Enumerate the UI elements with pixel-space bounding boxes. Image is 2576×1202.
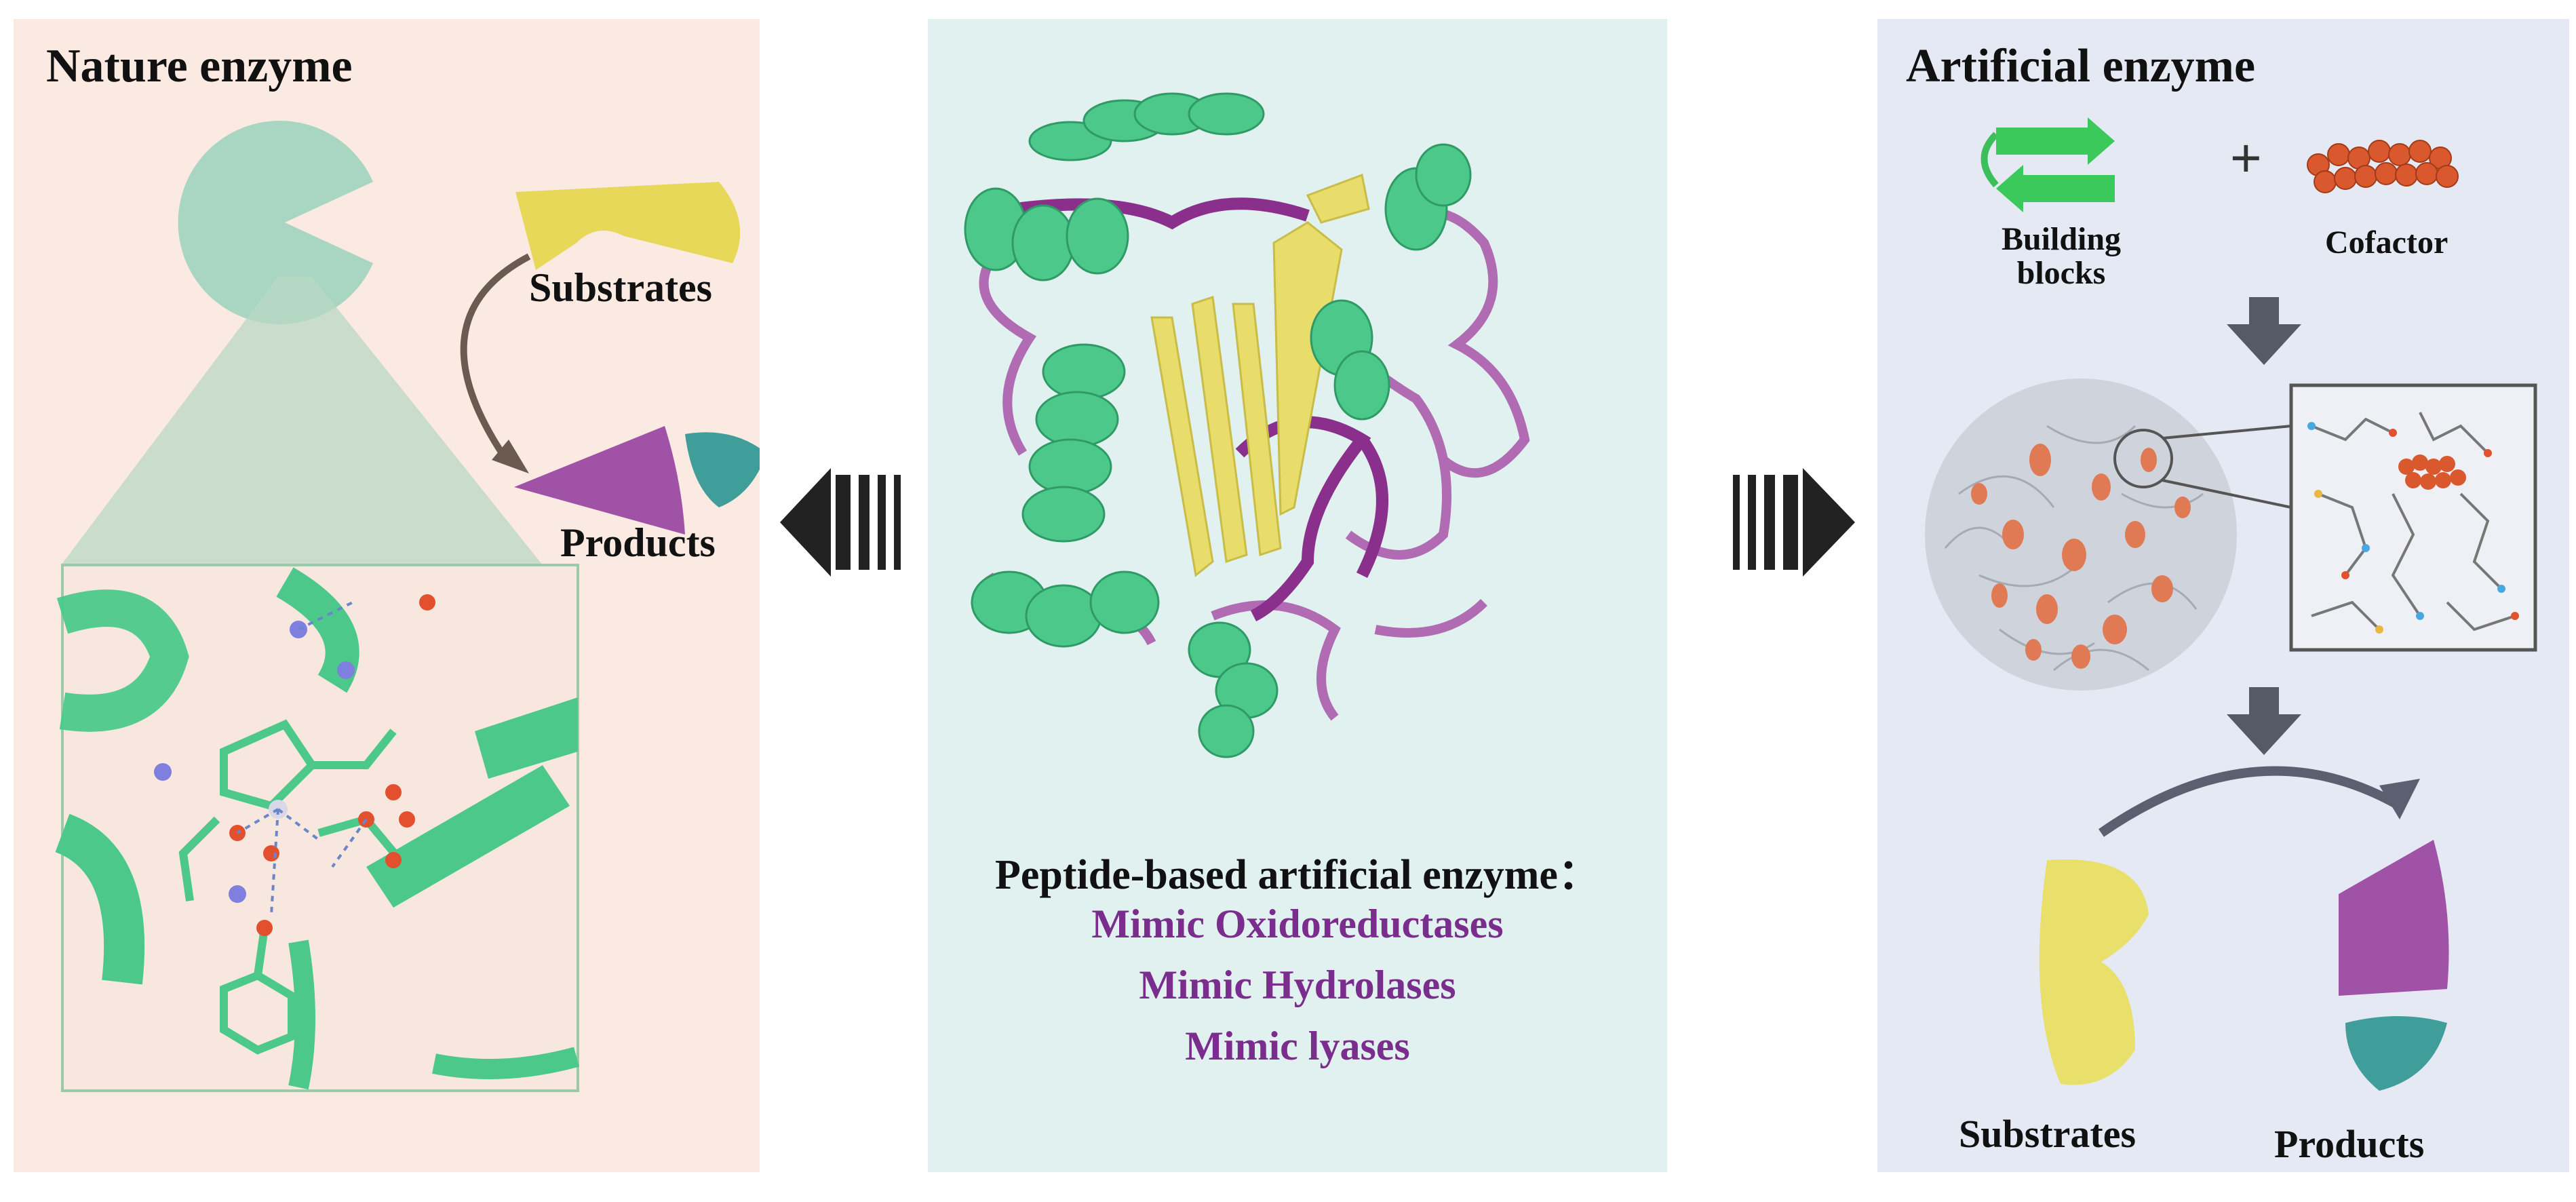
down-arrow-icon bbox=[2227, 297, 2301, 365]
mimic-item-2: Mimic lyases bbox=[1185, 1024, 1410, 1068]
mimic-item-0: Mimic Oxidoreductases bbox=[1091, 902, 1504, 946]
enzyme-pacman-icon bbox=[178, 120, 373, 324]
plus-sign: + bbox=[2230, 128, 2262, 188]
active-site-inset bbox=[54, 564, 579, 1092]
down-arrow-icon-2 bbox=[2227, 687, 2301, 755]
artificial-products-label: Products bbox=[2274, 1122, 2425, 1166]
cofactor-cluster-icon bbox=[2307, 140, 2459, 193]
product-wedge-icon-right bbox=[2339, 840, 2449, 996]
nature-enzyme-panel: Nature enzyme bbox=[14, 19, 760, 1172]
product-teal-icon bbox=[685, 432, 760, 507]
zoom-trapezoid bbox=[61, 277, 543, 565]
nature-substrates-label: Substrates bbox=[529, 265, 713, 310]
protein-structure-illustration bbox=[964, 92, 1530, 758]
nanozyme-sphere-icon bbox=[1925, 379, 2292, 691]
peptide-enzyme-panel: Peptide-based artificial enzyme： Mimic O… bbox=[928, 19, 1667, 1172]
nature-enzyme-illustration bbox=[54, 120, 760, 1092]
mimic-item-1: Mimic Hydrolases bbox=[1139, 963, 1456, 1007]
product-wedge-icon bbox=[514, 426, 685, 535]
right-arrow-icon bbox=[1733, 468, 1855, 577]
cofactor-label: Cofactor bbox=[2325, 225, 2448, 260]
building-blocks-label: Building blocks bbox=[2001, 221, 2122, 292]
artificial-enzyme-panel: Artificial enzyme + bbox=[1877, 19, 2569, 1172]
artificial-enzyme-illustration: + bbox=[1925, 117, 2537, 1091]
product-teal-icon-right bbox=[2345, 1016, 2447, 1091]
left-arrow-icon bbox=[780, 468, 901, 577]
nature-enzyme-title: Nature enzyme bbox=[46, 40, 353, 92]
substrate-wedge-icon bbox=[515, 182, 741, 270]
artificial-enzyme-title: Artificial enzyme bbox=[1906, 40, 2256, 92]
nature-products-label: Products bbox=[560, 520, 716, 565]
artificial-substrates-label: Substrates bbox=[1959, 1112, 2136, 1156]
nanozyme-zoom-inset bbox=[2289, 383, 2537, 652]
beta-sheets bbox=[1150, 173, 1370, 577]
beta-hairpin-icon bbox=[1980, 117, 2115, 212]
reaction-arrow-icon-right bbox=[2099, 766, 2420, 837]
substrate-pacman-icon bbox=[2039, 859, 2149, 1085]
alpha-helices bbox=[964, 92, 1472, 758]
center-heading: Peptide-based artificial enzyme： bbox=[995, 852, 1600, 898]
reaction-arrow-icon bbox=[460, 253, 531, 473]
